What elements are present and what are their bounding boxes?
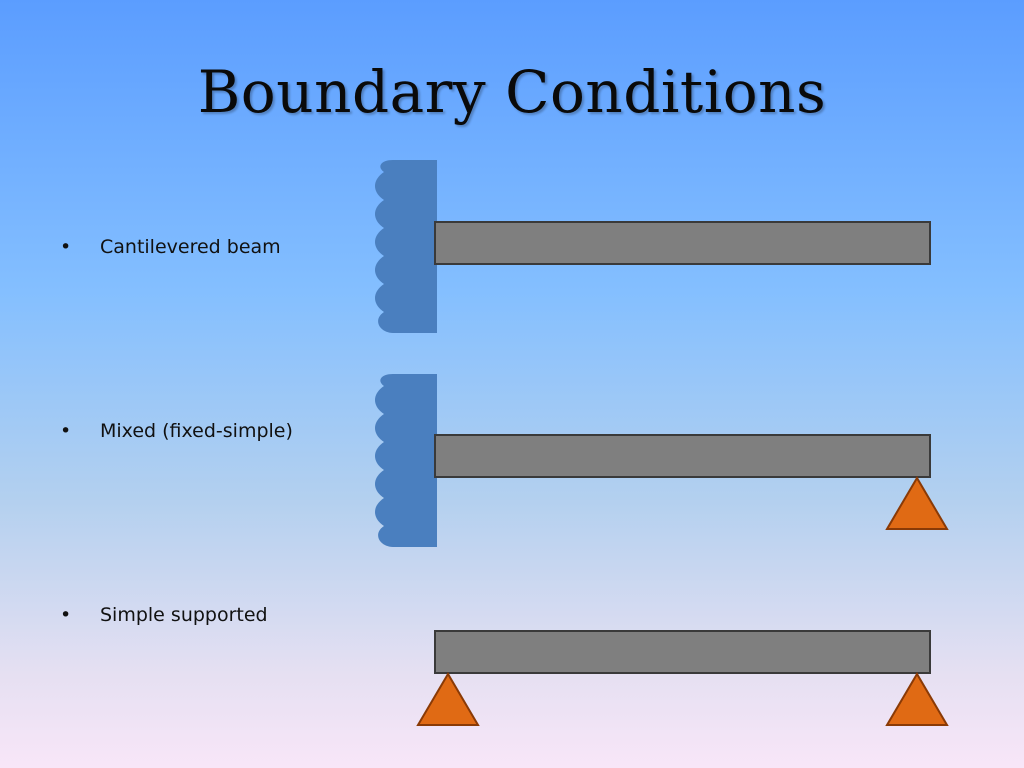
bullet-label: Cantilevered beam bbox=[100, 236, 281, 258]
beam bbox=[434, 221, 931, 265]
beam bbox=[434, 630, 931, 674]
simple-support-left-icon bbox=[416, 672, 480, 726]
bullet-label: Mixed (fixed-simple) bbox=[100, 420, 293, 442]
bullet-item-simple: • Simple supported bbox=[60, 604, 268, 626]
mixed-diagram bbox=[375, 374, 949, 547]
beam bbox=[434, 434, 931, 478]
simple-support-icon bbox=[885, 476, 949, 530]
simple-supported-diagram bbox=[416, 630, 949, 726]
fixed-wall-icon bbox=[375, 374, 437, 547]
slide-title: Boundary Conditions bbox=[197, 58, 827, 126]
bullet-item-mixed: • Mixed (fixed-simple) bbox=[60, 420, 293, 442]
bullet-item-cantilevered: • Cantilevered beam bbox=[60, 236, 281, 258]
bullet-dot-icon: • bbox=[60, 604, 72, 626]
bullet-dot-icon: • bbox=[60, 236, 72, 258]
cantilever-diagram bbox=[375, 160, 931, 333]
simple-support-right-icon bbox=[885, 672, 949, 726]
bullet-label: Simple supported bbox=[100, 604, 268, 626]
fixed-wall-icon bbox=[375, 160, 437, 333]
bullet-dot-icon: • bbox=[60, 420, 72, 442]
